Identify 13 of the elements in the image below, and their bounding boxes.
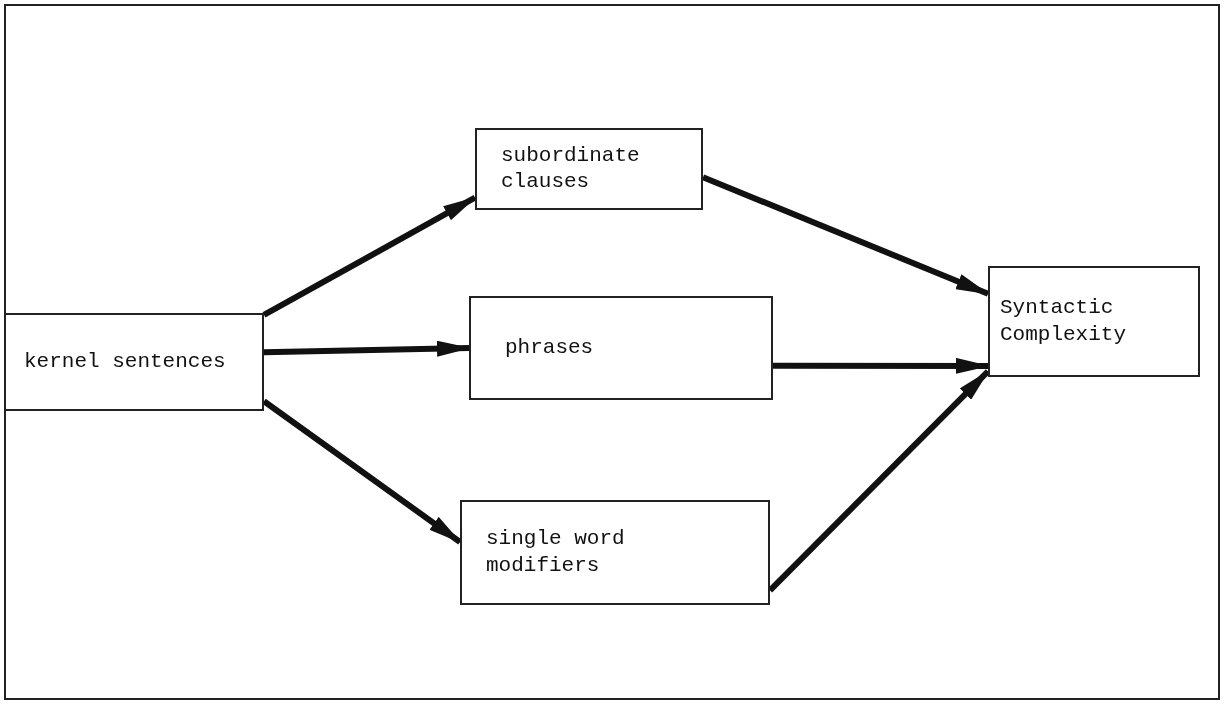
box-label: phrases [505,334,594,361]
process-box [475,128,703,210]
arrow [773,357,990,374]
arrow [262,195,477,318]
process-box [460,500,770,605]
process-box [988,266,1200,377]
box-label: kernel sentences [24,348,226,375]
box-label: Syntactic Complexity [1000,295,1128,348]
process-box [469,296,773,400]
process-box [4,313,264,411]
arrow [263,340,471,357]
box-label: subordinate clauses [501,142,641,195]
box-label: single word modifiers [486,526,626,579]
